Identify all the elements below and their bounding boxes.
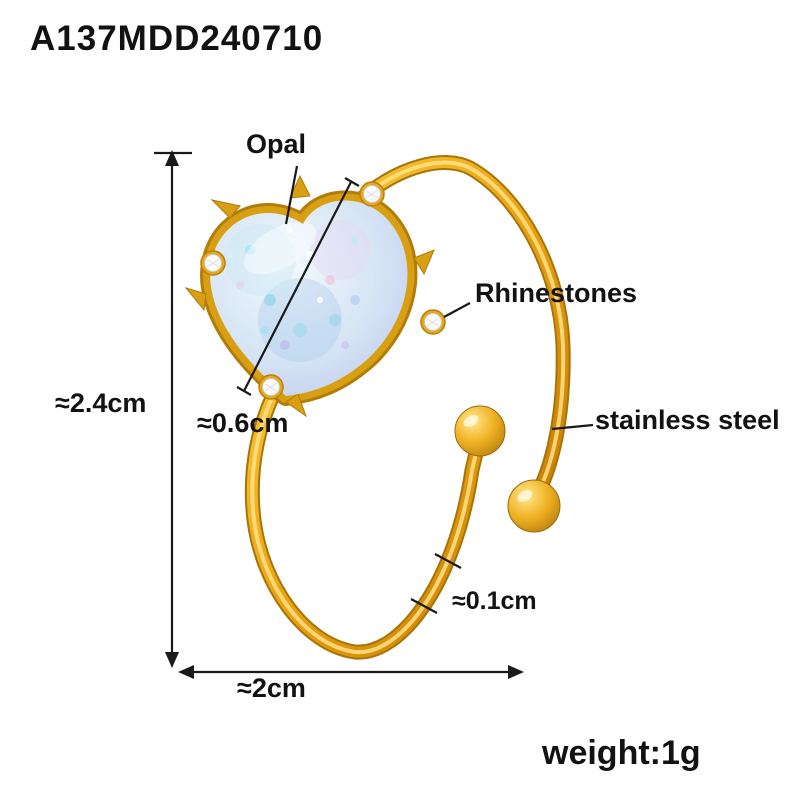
prong-spike: [413, 249, 435, 276]
rhinestone: [359, 181, 385, 207]
band-thickness-dimension-label: ≈0.1cm: [452, 587, 537, 615]
steel-pointer-line: [551, 423, 594, 431]
height-dimension-arrow: [154, 150, 192, 668]
prong-spike: [210, 199, 241, 219]
ring-band-upper: [352, 155, 571, 508]
height-dimension-label: ≈2.4cm: [55, 388, 147, 418]
rhinestones-annotation-label: Rhinestones: [475, 278, 638, 308]
ball-end-lower: [507, 479, 561, 533]
prong-spike: [285, 393, 308, 418]
ball-end-upper: [454, 405, 506, 457]
rhinestone: [420, 309, 446, 335]
stone-size-dimension-label: ≈0.6cm: [197, 408, 289, 438]
product-weight-label: weight:1g: [542, 734, 701, 772]
stone-dimension-line: [236, 177, 360, 396]
ring-band-lower: [244, 370, 486, 660]
rhinestones-pointer-line: [443, 302, 471, 318]
band-material-annotation-label: stainless steel: [595, 405, 780, 435]
thickness-ticks: [410, 553, 462, 614]
width-dimension-label: ≈2cm: [237, 673, 306, 703]
opal-stone: [210, 200, 408, 396]
product-sku: A137MDD240710: [30, 19, 324, 58]
width-dimension-arrow: [178, 665, 524, 679]
rhinestone: [258, 374, 284, 400]
rhinestone: [200, 250, 226, 276]
prong-spike: [184, 287, 207, 312]
opal-pointer-line: [284, 165, 299, 225]
prong-spike: [289, 174, 311, 199]
opal-annotation-label: Opal: [246, 129, 307, 159]
